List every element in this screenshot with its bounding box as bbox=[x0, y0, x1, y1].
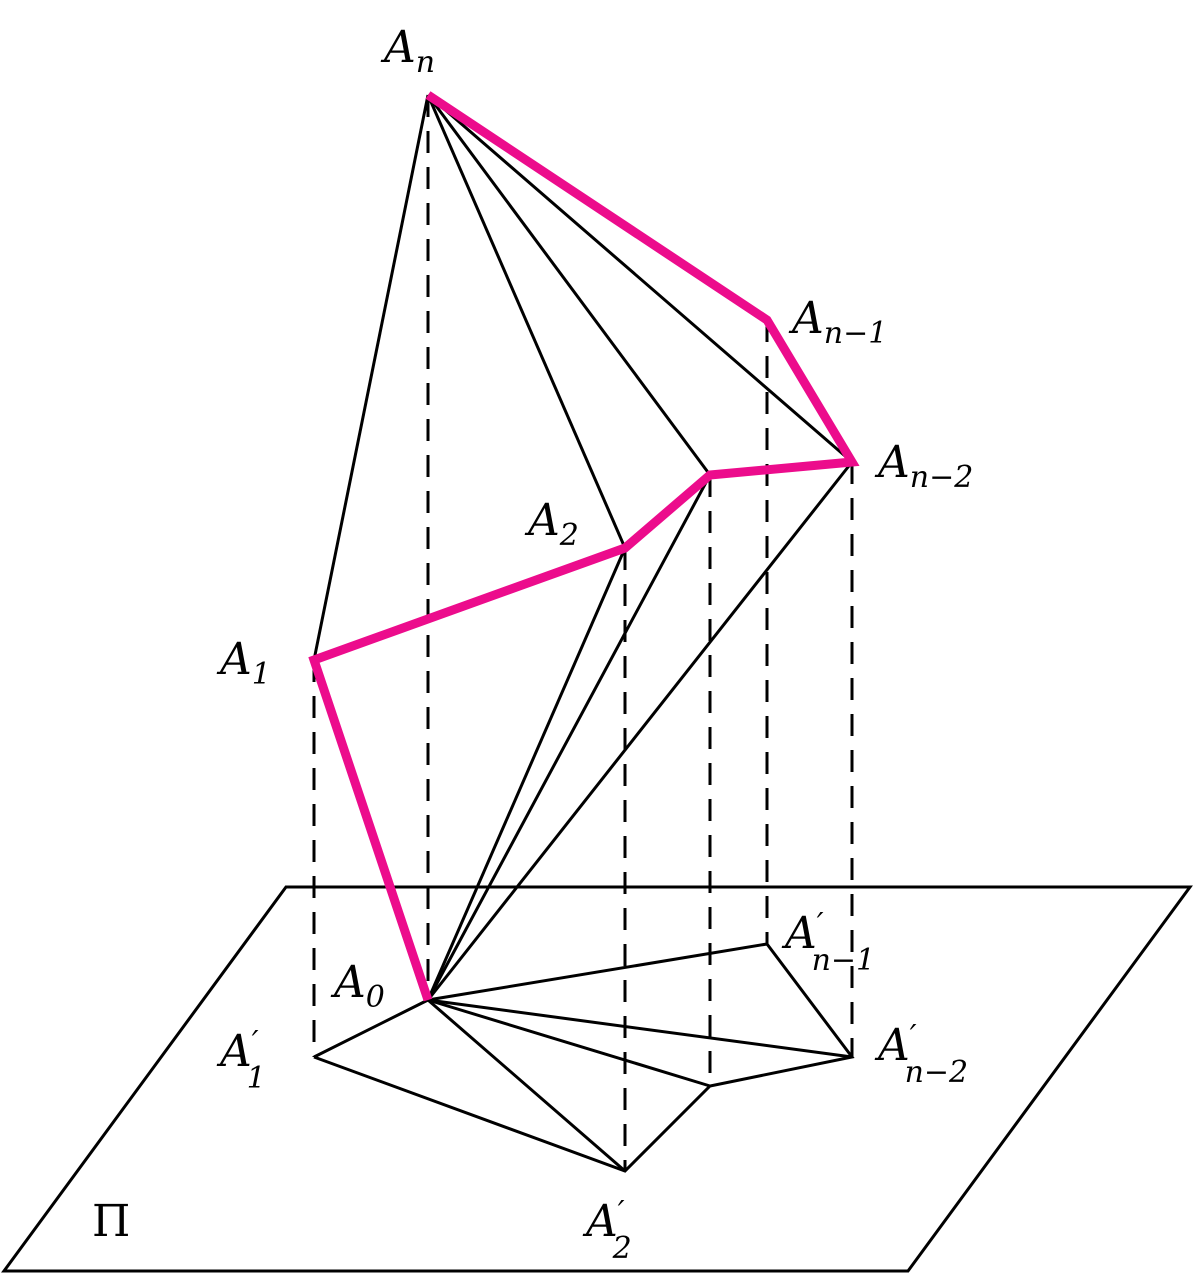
fan-a0-an2p bbox=[427, 998, 853, 1059]
label-plane-pi: Π bbox=[92, 1196, 130, 1247]
label-an-minus-2-prime: A′n−2 bbox=[874, 1019, 968, 1090]
label-an-minus-1-prime: A′n−1 bbox=[781, 907, 875, 978]
label-a0: A0 bbox=[330, 957, 385, 1015]
label-an-minus-1: An−1 bbox=[788, 293, 887, 351]
plane-edges bbox=[313, 942, 855, 1173]
edge-a0-an2 bbox=[426, 461, 854, 1001]
fan-a0-a3p bbox=[427, 998, 711, 1088]
label-a1: A1 bbox=[216, 634, 271, 692]
plane-pi bbox=[1, 885, 1193, 1273]
label-an: An bbox=[380, 22, 435, 80]
label-an-minus-2: An−2 bbox=[874, 437, 973, 495]
space-edges bbox=[312, 93, 854, 1001]
label-a2: A2 bbox=[524, 495, 579, 553]
edge-an-a2 bbox=[426, 94, 627, 549]
edge-an-an2 bbox=[427, 93, 853, 464]
edge-a0-a2 bbox=[426, 547, 627, 1001]
edge-an-a1 bbox=[312, 94, 430, 661]
projection-lines bbox=[312, 95, 854, 1171]
edge-an-a3 bbox=[426, 94, 712, 476]
label-a1-prime: A′1 bbox=[216, 1025, 266, 1096]
projected-polygon bbox=[313, 942, 855, 1173]
edge-a0-a3 bbox=[426, 474, 712, 1001]
fan-a0-a2p bbox=[427, 998, 626, 1173]
label-a2-prime: A′2 bbox=[582, 1195, 632, 1266]
highlighted-chain bbox=[308, 91, 860, 1002]
